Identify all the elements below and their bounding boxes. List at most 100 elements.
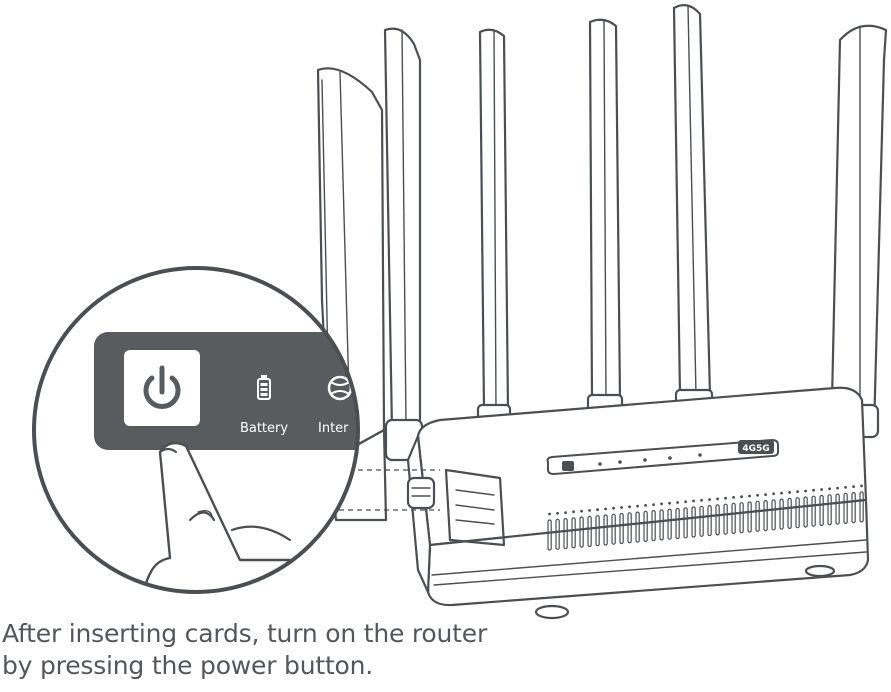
vent-slot xyxy=(691,506,696,538)
vent-slot xyxy=(747,501,752,533)
vent-slot xyxy=(587,515,592,548)
status-bar: 4G5G xyxy=(546,438,779,476)
battery-icon xyxy=(257,375,271,400)
vent-slot xyxy=(707,505,712,537)
vent-dot xyxy=(620,506,623,509)
vent-slot xyxy=(763,500,768,532)
caption-line-2: by pressing the power button. xyxy=(2,651,374,680)
vent-dot xyxy=(796,490,799,494)
vent-dot xyxy=(604,507,607,511)
vent-slot xyxy=(667,508,672,540)
router-badge: 4G5G xyxy=(742,444,769,454)
vent-dot xyxy=(740,495,743,499)
vent-dot xyxy=(852,485,855,488)
antenna-6 xyxy=(830,24,888,432)
vent-dot xyxy=(644,504,647,507)
vent-slot xyxy=(627,512,632,544)
vent-dot xyxy=(828,487,831,491)
vent-slot xyxy=(547,519,552,551)
vent-dot xyxy=(636,504,639,508)
vent-slot xyxy=(811,495,816,527)
vent-slot xyxy=(723,503,728,535)
vent-slot xyxy=(731,502,736,534)
vent-dot xyxy=(684,500,687,504)
vent-slot xyxy=(579,516,584,548)
vent-slot xyxy=(787,497,792,529)
vent-slot xyxy=(683,507,688,539)
vent-grille xyxy=(547,484,864,551)
antenna-2 xyxy=(383,27,422,432)
vent-dot xyxy=(724,496,727,500)
vent-slot xyxy=(659,509,664,541)
power-icon xyxy=(143,365,181,409)
sim-slot-area xyxy=(406,468,506,547)
vent-dot xyxy=(564,511,567,514)
internet-label: Inter xyxy=(318,421,349,436)
vent-dot xyxy=(660,502,663,506)
vent-dot xyxy=(708,498,711,501)
zoom-callout: Battery Inter xyxy=(32,266,360,594)
vent-dot xyxy=(628,505,631,509)
vent-dot xyxy=(860,484,863,488)
vent-slot xyxy=(651,510,656,542)
vent-slot xyxy=(739,502,744,534)
vent-slot xyxy=(563,517,568,550)
vent-slot xyxy=(611,513,616,545)
instruction-caption: After inserting cards, turn on the route… xyxy=(2,618,702,682)
vent-dot xyxy=(764,493,767,496)
vent-slot xyxy=(827,494,832,526)
vent-slot xyxy=(715,504,720,536)
vent-slot xyxy=(675,507,680,540)
vent-slot xyxy=(595,515,600,547)
vent-dot xyxy=(716,497,719,501)
vent-slot xyxy=(635,511,640,543)
vent-slot xyxy=(843,492,848,524)
vent-dot xyxy=(548,512,551,516)
antenna-5 xyxy=(672,3,712,397)
router-body: 4G5G xyxy=(330,386,870,620)
vent-slot xyxy=(859,491,864,523)
vent-dot xyxy=(804,489,807,493)
vent-slot xyxy=(835,493,840,525)
vent-dot xyxy=(580,509,583,513)
internet-indicator: Inter xyxy=(318,375,353,436)
vent-slot xyxy=(795,497,800,529)
vent-dot xyxy=(812,488,815,492)
battery-indicator: Battery xyxy=(240,375,288,436)
vent-dot xyxy=(700,498,703,502)
vent-dot xyxy=(668,501,671,505)
vent-slot xyxy=(755,500,760,532)
vent-dot xyxy=(676,501,679,504)
vent-slot xyxy=(851,492,856,524)
vent-dot xyxy=(692,499,695,503)
vent-slot xyxy=(571,517,576,549)
vent-dot xyxy=(756,493,759,497)
vent-slot xyxy=(803,496,808,528)
vent-dot xyxy=(596,508,599,512)
vent-dot xyxy=(836,486,839,490)
battery-label: Battery xyxy=(240,421,288,436)
vent-dot xyxy=(732,496,735,499)
antenna-3 xyxy=(478,28,510,412)
vent-dot xyxy=(772,492,775,496)
vent-slot xyxy=(779,498,784,530)
vent-slot xyxy=(643,510,648,542)
vent-slot xyxy=(555,518,560,550)
vent-dot xyxy=(652,503,655,506)
vent-slot xyxy=(619,512,624,545)
power-button xyxy=(124,350,200,426)
vent-dot xyxy=(820,488,823,491)
vent-dot xyxy=(788,491,791,494)
vent-slot xyxy=(771,499,776,531)
antenna-4 xyxy=(588,18,622,402)
vent-slot xyxy=(603,514,608,546)
vent-dot xyxy=(612,506,615,510)
vent-dot xyxy=(556,511,559,515)
vent-dot xyxy=(844,486,847,489)
vent-slot xyxy=(819,494,824,527)
vent-dot xyxy=(748,494,751,498)
caption-line-1: After inserting cards, turn on the route… xyxy=(2,619,488,648)
vent-dot xyxy=(572,510,575,514)
vent-dot xyxy=(588,509,591,512)
